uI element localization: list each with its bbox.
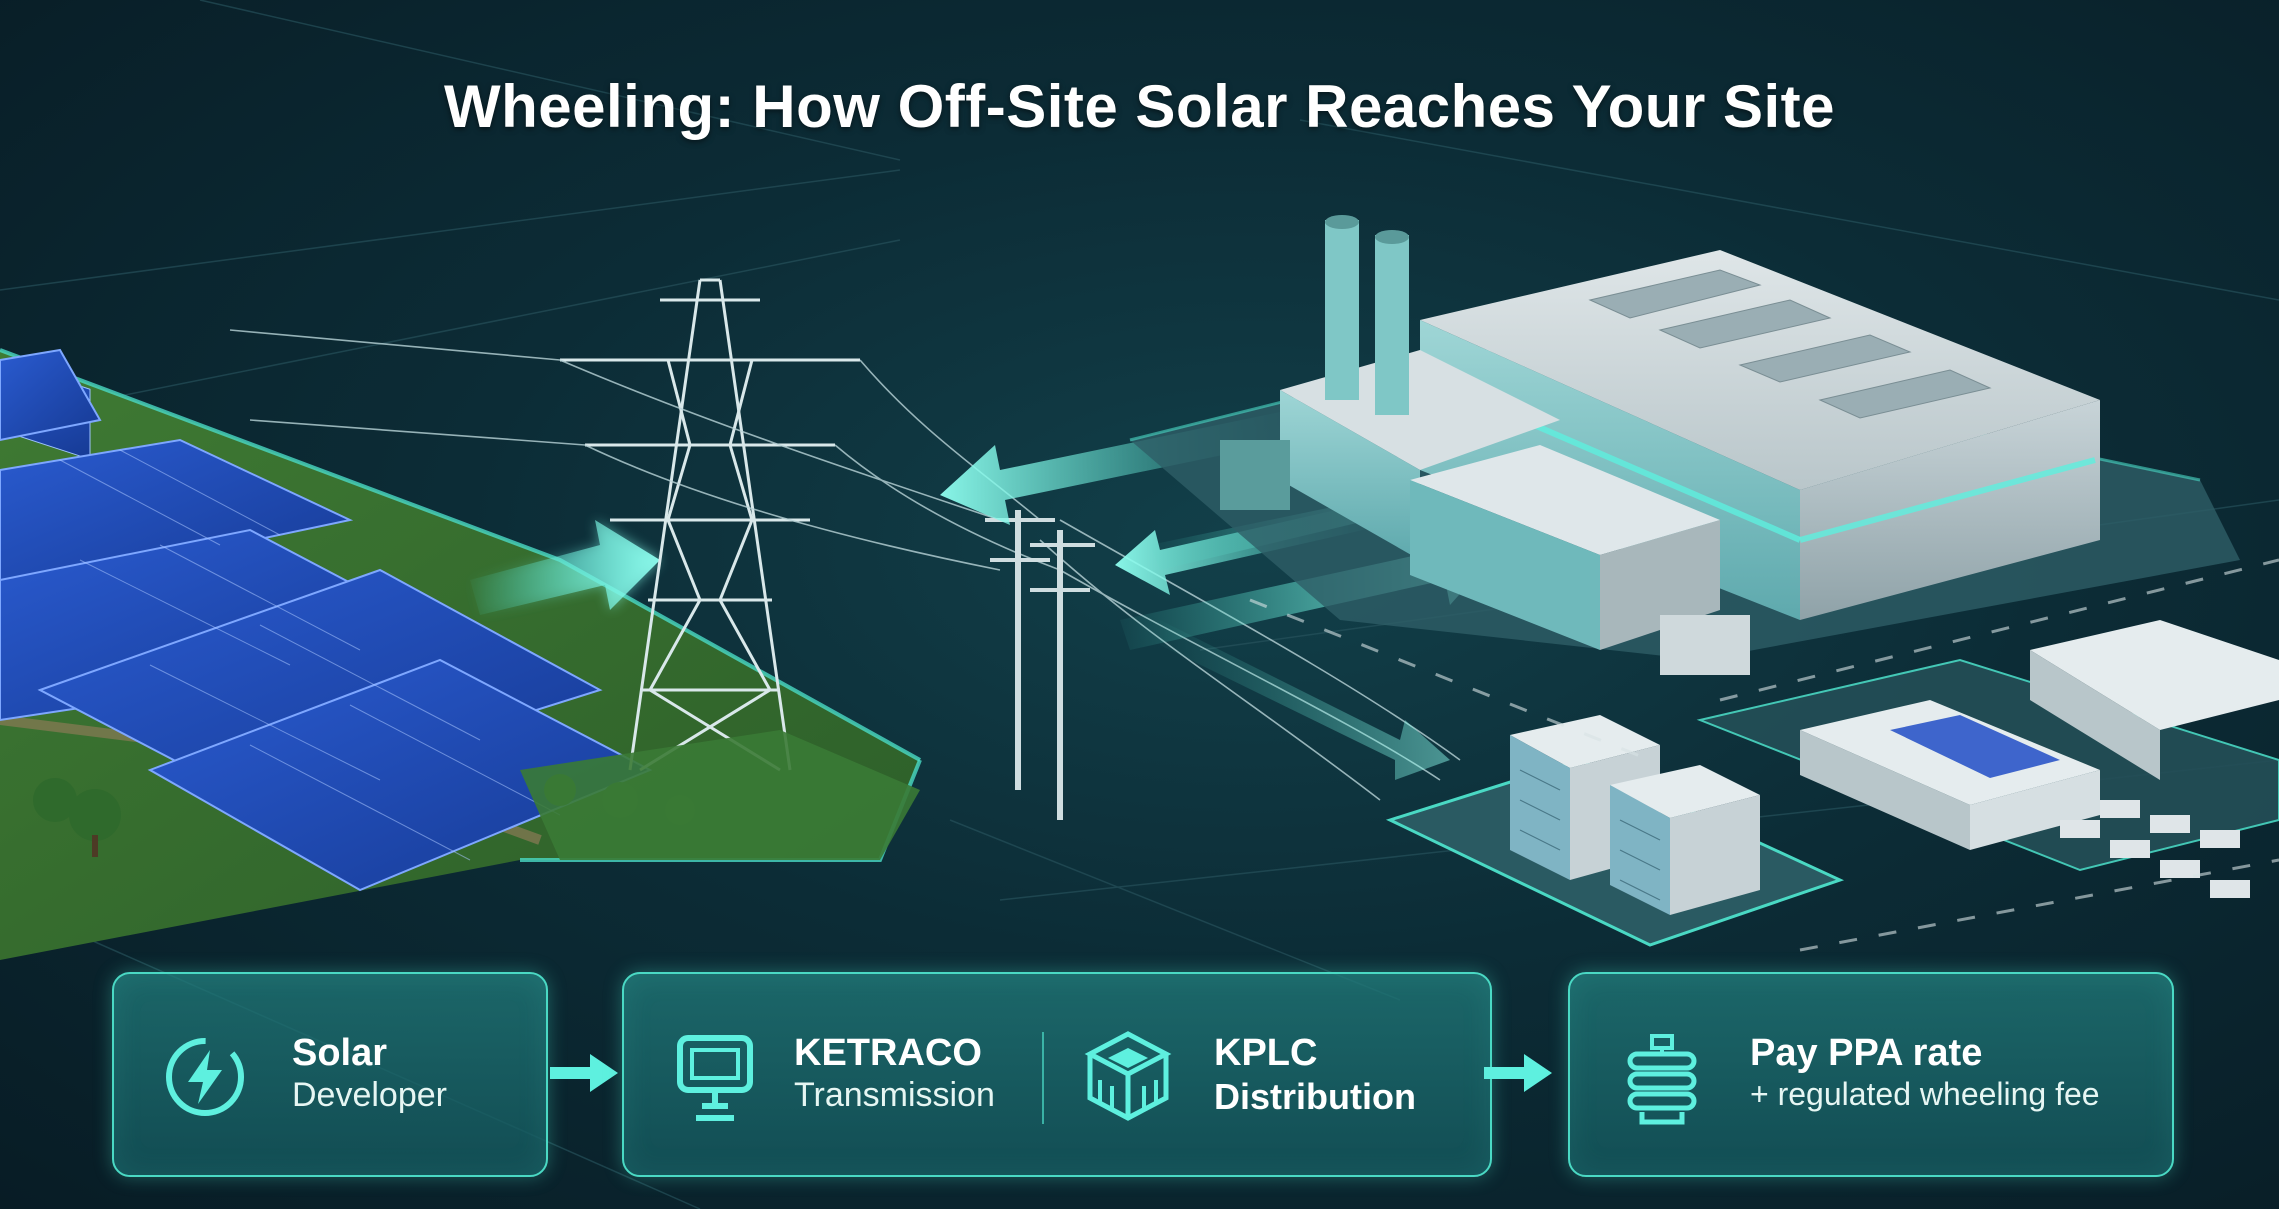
transmission-tower: [560, 278, 860, 772]
flow-arrow-2: [1484, 1054, 1552, 1092]
solar-panel-arrays: [0, 348, 695, 892]
card-divider: [1042, 1032, 1044, 1124]
step-payment-title: Pay PPA rate: [1750, 1032, 1983, 1074]
flow-arrow-1: [550, 1054, 618, 1092]
distribution-poles: [985, 510, 1095, 820]
step-card-transmission-distribution: KETRACO Transmission KPLC Distribution: [622, 972, 1492, 1177]
industrial-park: [1696, 620, 2279, 898]
step-ketraco-subtitle: Transmission: [794, 1075, 995, 1114]
step-payment-subtitle: + regulated wheeling fee: [1750, 1075, 2100, 1112]
factory-building: [1220, 215, 2100, 675]
step-card-solar-developer: Solar Developer: [112, 972, 548, 1177]
step-kplc-subtitle: Distribution: [1214, 1075, 1416, 1117]
step-card-payment: Pay PPA rate + regulated wheeling fee: [1568, 972, 2174, 1177]
solar-to-tower-arrow: [470, 520, 660, 615]
office-buildings: [1385, 715, 1845, 947]
step-ketraco-title: KETRACO: [794, 1032, 982, 1074]
coil-stack-icon: [1627, 1034, 1697, 1125]
step-solar-title: Solar: [292, 1032, 388, 1074]
substation-box-icon: [1084, 1031, 1172, 1121]
monitor-tower-icon: [677, 1035, 753, 1121]
step-solar-subtitle: Developer: [292, 1075, 447, 1114]
step-kplc-title: KPLC: [1214, 1032, 1318, 1074]
lightning-bolt-icon: [166, 1038, 244, 1116]
page-title: Wheeling: How Off-Site Solar Reaches You…: [443, 73, 1836, 140]
